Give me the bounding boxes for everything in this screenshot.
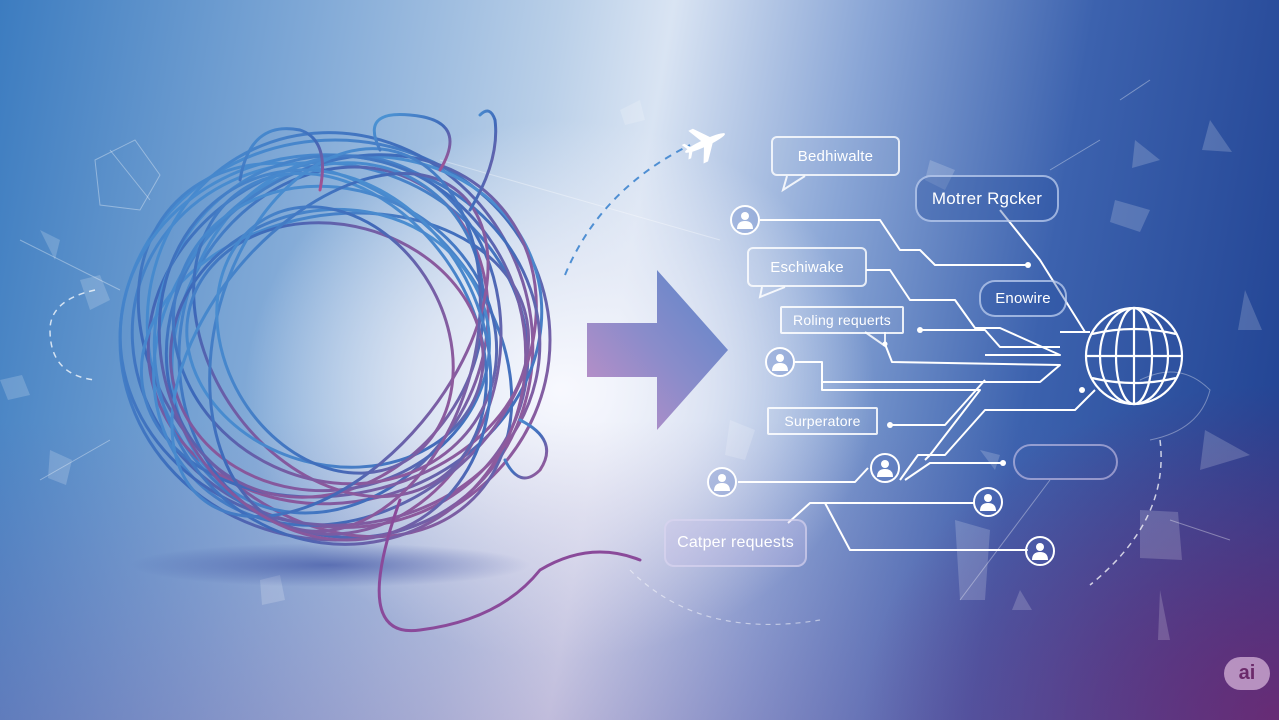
label-motrer-rgcker: Motrer Rgcker xyxy=(915,175,1059,222)
label-bedhiwalte: Bedhiwalte xyxy=(771,136,900,176)
empty-pill-node xyxy=(1013,444,1118,480)
ai-badge: ai xyxy=(1224,657,1270,690)
label-eschiwake: Eschiwake xyxy=(747,247,867,287)
label-surperatore: Surperatore xyxy=(767,407,878,435)
label-roling-requerts: Roling requerts xyxy=(780,306,904,334)
label-catper-requests: Catper requests xyxy=(664,519,807,567)
label-enowire: Enowire xyxy=(979,280,1067,317)
